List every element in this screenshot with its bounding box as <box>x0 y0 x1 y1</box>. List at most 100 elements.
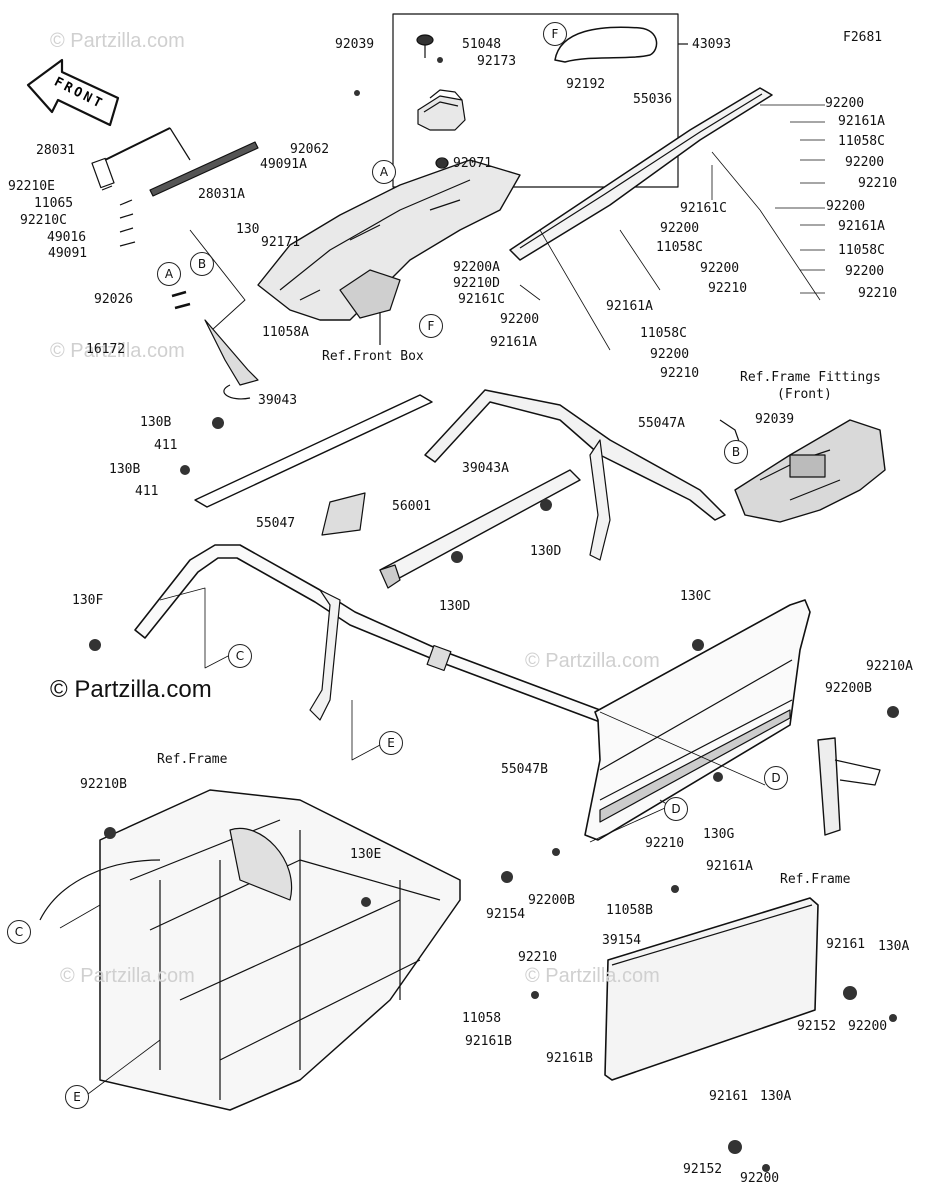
part-label: 92171 <box>261 235 301 250</box>
part-label: 130D <box>530 544 562 559</box>
part-label: 92210D <box>453 276 500 291</box>
callout-E-1: E <box>379 731 403 755</box>
part-label: 92026 <box>94 292 134 307</box>
bracket <box>817 737 881 836</box>
part-label: 92200 <box>660 221 700 236</box>
part-label: 92161A <box>838 219 885 234</box>
callout-A-2: A <box>157 262 181 286</box>
reservoir-tank <box>416 26 658 169</box>
lower-frame <box>39 789 461 1111</box>
panel-39154 <box>604 897 819 1081</box>
part-label: 92210C <box>20 213 67 228</box>
part-label: 92210B <box>80 777 127 792</box>
roof-rail-55047A <box>194 389 726 561</box>
callout-C-1: C <box>228 644 252 668</box>
watermark-2: © Partzilla.com <box>50 340 185 362</box>
part-label: 11058C <box>838 134 885 149</box>
figure-code: F2681 <box>843 30 883 45</box>
part-label: 55047 <box>256 516 296 531</box>
part-label: 92161A <box>490 335 537 350</box>
part-label: 11058 <box>462 1011 502 1026</box>
part-label: 130 <box>236 222 260 237</box>
ref-frame-fittings-front: (Front) <box>777 387 832 402</box>
callout-F-1: F <box>543 22 567 46</box>
part-label: 39154 <box>602 933 642 948</box>
part-label: 411 <box>154 438 178 453</box>
part-label: 92200 <box>825 96 865 111</box>
part-label: 130G <box>703 827 735 842</box>
part-label: 130F <box>72 593 104 608</box>
part-label: 11058C <box>838 243 885 258</box>
watermark-3: © Partzilla.com <box>525 650 660 672</box>
part-label: 11065 <box>34 196 74 211</box>
part-label: 130C <box>680 589 712 604</box>
part-label: 92210 <box>645 836 685 851</box>
watermark-4: © Partzilla.com <box>525 965 660 987</box>
part-label: 92039 <box>755 412 795 427</box>
part-label: 92062 <box>290 142 330 157</box>
part-label: 92200 <box>700 261 740 276</box>
part-label: 92152 <box>683 1162 723 1177</box>
part-label: 130E <box>350 847 382 862</box>
callout-B-2: B <box>724 440 748 464</box>
part-label: 51048 <box>462 37 502 52</box>
part-label: 49091A <box>260 157 307 172</box>
part-label: 92071 <box>453 156 493 171</box>
ref-frame-right: Ref.Frame <box>780 872 851 887</box>
ref-front-box: Ref.Front Box <box>322 349 424 364</box>
part-label: 49091 <box>48 246 88 261</box>
part-label: 28031 <box>36 143 76 158</box>
part-label: 39043A <box>462 461 509 476</box>
part-label: 11058C <box>656 240 703 255</box>
part-label: 39043 <box>258 393 298 408</box>
part-label: 130D <box>439 599 471 614</box>
part-label: 49016 <box>47 230 87 245</box>
watermark-1: © Partzilla.com <box>50 30 185 52</box>
part-label: 130B <box>140 415 172 430</box>
part-label: 92161B <box>465 1034 512 1049</box>
part-label: 92200 <box>845 264 885 279</box>
part-label: 92200B <box>825 681 872 696</box>
callout-C-2: C <box>7 920 31 944</box>
part-label: 92200 <box>845 155 885 170</box>
roll-bar-55047B <box>584 599 811 841</box>
part-label: 28031A <box>198 187 245 202</box>
watermark-5: © Partzilla.com <box>60 965 195 987</box>
part-label: 130A <box>760 1089 792 1104</box>
part-label: 92192 <box>566 77 606 92</box>
front-box <box>189 159 521 400</box>
part-label: 92161A <box>606 299 653 314</box>
part-label: 92210A <box>866 659 913 674</box>
bar-39043A <box>379 469 581 589</box>
part-label: 92161B <box>546 1051 593 1066</box>
callout-E-2: E <box>65 1085 89 1109</box>
part-label: 56001 <box>392 499 432 514</box>
part-label: 92200 <box>650 347 690 362</box>
part-label: 55047A <box>638 416 685 431</box>
ref-frame-fittings: Ref.Frame Fittings <box>740 370 881 385</box>
part-label: 92161A <box>838 114 885 129</box>
part-label: 92200 <box>740 1171 780 1186</box>
brand-text: © Partzilla.com <box>50 676 212 703</box>
wiper-arm <box>91 127 259 310</box>
part-label: 55036 <box>633 92 673 107</box>
part-label: 411 <box>135 484 159 499</box>
reservoir-box <box>392 13 679 188</box>
part-label: 11058C <box>640 326 687 341</box>
part-label: 11058A <box>262 325 309 340</box>
part-label: 92161 <box>709 1089 749 1104</box>
part-label: 92200 <box>500 312 540 327</box>
part-label: 92161A <box>706 859 753 874</box>
callout-D-2: D <box>664 797 688 821</box>
ref-frame-left: Ref.Frame <box>157 752 228 767</box>
part-label: 92200 <box>848 1019 888 1034</box>
frame-fittings <box>719 419 886 523</box>
part-label: 130B <box>109 462 141 477</box>
part-label: 92210 <box>660 366 700 381</box>
part-label: 92210E <box>8 179 55 194</box>
part-label: 92152 <box>797 1019 837 1034</box>
roof-rail-55036 <box>509 87 773 261</box>
part-label: 92210 <box>858 176 898 191</box>
part-label: 55047B <box>501 762 548 777</box>
